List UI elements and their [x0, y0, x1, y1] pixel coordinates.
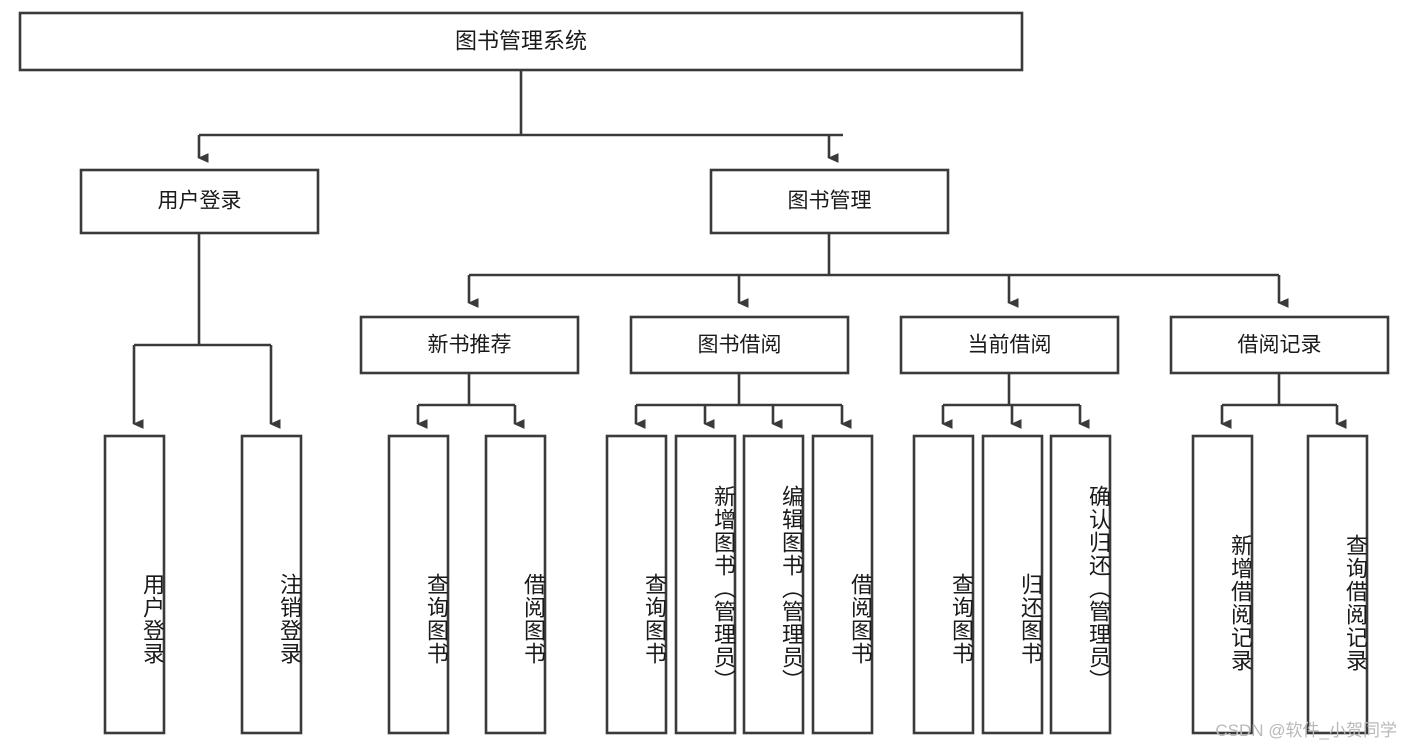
- csdn-watermark: CSDN @软件_小贺同学: [1215, 721, 1397, 740]
- node-new-book-recommend-box[interactable]: [359, 315, 580, 375]
- node-root[interactable]: 图书管理系统: [18, 11, 1024, 72]
- node-book-manage[interactable]: 图书管理: [709, 168, 950, 235]
- connector-newbook-to-leaves: [416, 373, 525, 429]
- node-borrow-record-label: 借阅记录: [1238, 334, 1322, 357]
- connector-userlogin-to-leaves: [132, 233, 281, 429]
- node-book-manage-label: 图书管理: [788, 190, 872, 213]
- node-current-borrow-label: 当前借阅: [968, 334, 1052, 357]
- node-leaf-query-book-2-box[interactable]: [605, 434, 668, 735]
- node-leaf-add-record-box[interactable]: [1191, 434, 1254, 735]
- node-leaf-query-book-3-box[interactable]: [912, 434, 975, 735]
- node-leaf-borrow-book-1-box[interactable]: [484, 434, 547, 735]
- node-book-borrow-box[interactable]: [629, 315, 850, 375]
- node-user-login-box[interactable]: [79, 168, 320, 235]
- connector-currentborrow-to-leaves: [941, 373, 1090, 429]
- node-leaf-borrow-book-2-box[interactable]: [811, 434, 874, 735]
- node-leaf-query-record-box[interactable]: [1306, 434, 1369, 735]
- node-leaf-user-login-box[interactable]: [103, 434, 166, 735]
- node-borrow-record-box[interactable]: [1169, 315, 1390, 375]
- node-book-borrow[interactable]: 图书借阅: [629, 315, 850, 375]
- node-leaf-add-book-box[interactable]: [674, 434, 737, 735]
- node-leaf-query-book-1-box[interactable]: [387, 434, 450, 735]
- connector-borrowrecord-to-leaves: [1220, 373, 1347, 429]
- node-current-borrow[interactable]: 当前借阅: [899, 315, 1120, 375]
- connector-root-to-level2: [197, 70, 843, 163]
- node-user-login[interactable]: 用户登录: [79, 168, 320, 235]
- node-borrow-record[interactable]: 借阅记录: [1169, 315, 1390, 375]
- node-leaf-edit-book-box[interactable]: [742, 434, 805, 735]
- node-new-book-recommend-label: 新书推荐: [428, 334, 512, 357]
- node-root-label: 图书管理系统: [455, 28, 587, 53]
- node-new-book-recommend[interactable]: 新书推荐: [359, 315, 580, 375]
- node-book-borrow-label: 图书借阅: [698, 334, 782, 357]
- node-current-borrow-box[interactable]: [899, 315, 1120, 375]
- connector-bookmanage-to-level3: [467, 233, 1289, 308]
- node-user-login-label: 用户登录: [158, 190, 242, 213]
- node-book-manage-box[interactable]: [709, 168, 950, 235]
- node-leaf-logout-login-box[interactable]: [240, 434, 303, 735]
- node-leaf-confirm-return-box[interactable]: [1049, 434, 1112, 735]
- node-root-box[interactable]: [18, 11, 1024, 72]
- node-leaf-return-book-box[interactable]: [981, 434, 1044, 735]
- connector-bookborrow-to-leaves: [634, 373, 852, 429]
